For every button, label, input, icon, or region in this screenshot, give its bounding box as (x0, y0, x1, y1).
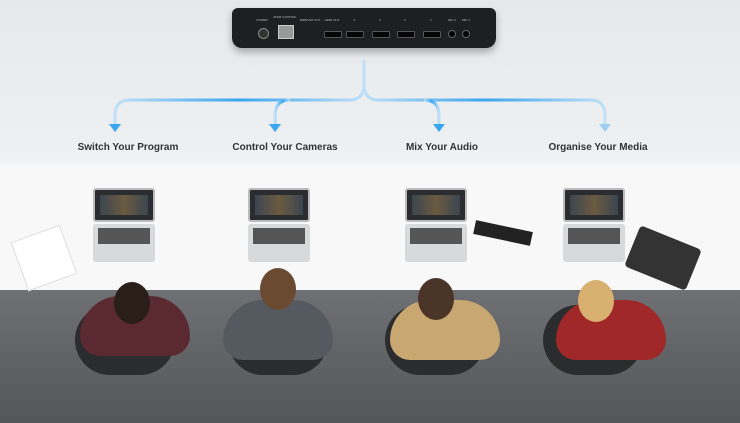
laptop (93, 188, 155, 262)
head (114, 282, 150, 324)
port-label: POWER (256, 18, 268, 22)
laptop (248, 188, 310, 262)
label-mix-audio: Mix Your Audio (405, 142, 479, 153)
port-label: ATEM CONTROL (273, 15, 297, 19)
label-switch-program: Switch Your Program (77, 142, 179, 153)
head (260, 268, 296, 310)
port-label: 1 (430, 18, 432, 22)
power-port (258, 28, 269, 39)
port-label: HDMI OUT (324, 18, 340, 22)
port-label: 2 (404, 18, 406, 22)
person (223, 300, 333, 360)
head (418, 278, 454, 320)
hdmi-out-port (324, 31, 342, 38)
label-organise-media: Organise Your Media (548, 142, 648, 153)
atem-mini-device: POWER ATEM CONTROL WEBCAM OUT HDMI OUT 4… (232, 8, 496, 48)
laptop (563, 188, 625, 262)
port-label: 3 (379, 18, 381, 22)
port-label: 4 (353, 18, 355, 22)
hdmi-in-2-port (397, 31, 415, 38)
connection-arrows (109, 60, 611, 132)
port-label: MIC 2 (447, 18, 456, 22)
hdmi-in-3-port (372, 31, 390, 38)
mic-1-jack (462, 30, 470, 38)
head (578, 280, 614, 322)
port-label: MIC 1 (461, 18, 470, 22)
label-control-cameras: Control Your Cameras (232, 142, 338, 153)
ethernet-port (278, 25, 294, 39)
hdmi-in-1-port (423, 31, 441, 38)
laptop (405, 188, 467, 262)
hdmi-in-4-port (346, 31, 364, 38)
port-label: WEBCAM OUT (299, 18, 321, 22)
mic-2-jack (448, 30, 456, 38)
